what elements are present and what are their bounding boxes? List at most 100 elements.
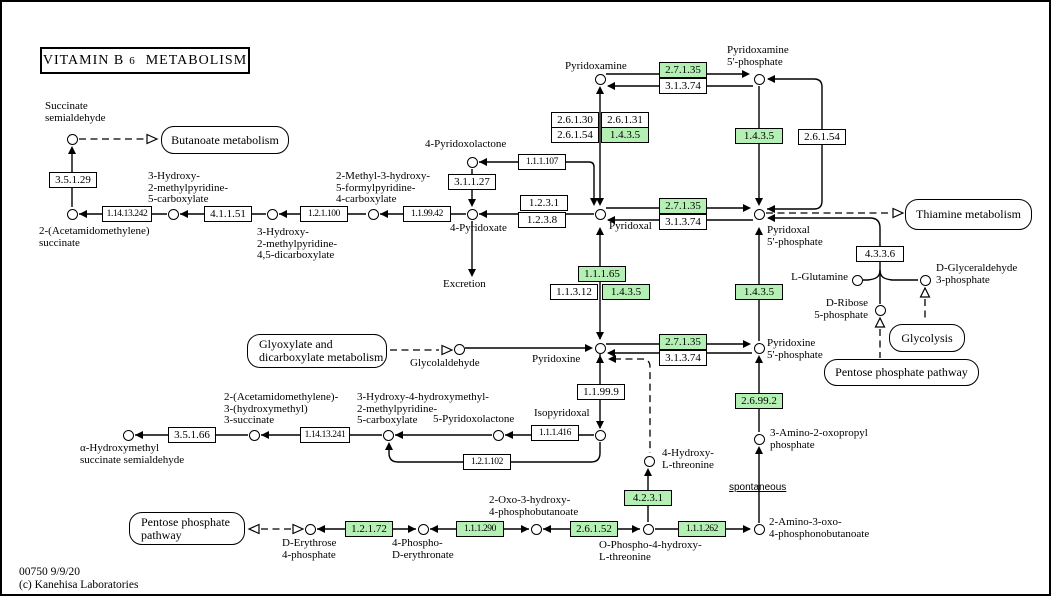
enzyme-box-3.1.3.74[interactable]: 3.1.3.74	[659, 350, 707, 366]
enzyme-ec-number: 2.6.1.30	[557, 114, 593, 126]
pathway-link-glycolysis[interactable]: Glycolysis	[889, 324, 965, 352]
compound-node-pyridoxal-5-phosphate[interactable]	[753, 208, 765, 220]
enzyme-ec-number: 3.1.1.27	[454, 176, 490, 188]
enzyme-box-1.14.13.241[interactable]: 1.14.13.241	[300, 427, 350, 443]
compound-label-4-pyridoxate: 4-Pyridoxate	[450, 222, 507, 235]
enzyme-box-4.1.1.51[interactable]: 4.1.1.51	[204, 206, 252, 222]
enzyme-box-1.2.1.72[interactable]: 1.2.1.72	[345, 521, 393, 537]
enzyme-box-1.4.3.5[interactable]: 1.4.3.5	[735, 284, 783, 300]
enzyme-box-2.6.1.52[interactable]: 2.6.1.52	[570, 521, 618, 537]
compound-node-d-erythrose-4-phosphate[interactable]	[304, 523, 316, 535]
compound-node-5-pyridoxolactone[interactable]	[492, 429, 504, 441]
enzyme-box-1.1.1.65[interactable]: 1.1.1.65	[578, 266, 626, 282]
compound-label-line: 2-methylpyridine-	[357, 402, 438, 415]
compound-node-d-glyceraldehyde-3-phosphate[interactable]	[919, 274, 931, 286]
compound-label-line: α-Hydroxymethyl	[80, 442, 160, 454]
enzyme-box-4.3.3.6[interactable]: 4.3.3.6	[856, 246, 904, 262]
compound-label-line: 3-Amino-2-oxopropyl	[770, 427, 868, 439]
enzyme-ec-number: 1.1.1.416	[538, 428, 572, 438]
enzyme-ec-number: 4.2.3.1	[632, 492, 664, 504]
enzyme-box-2.7.1.35[interactable]: 2.7.1.35	[659, 62, 707, 78]
compound-label-line: O-Phospho-4-hydroxy-	[599, 539, 702, 551]
enzyme-box-2.7.1.35[interactable]: 2.7.1.35	[659, 198, 707, 214]
compound-node-3-amino-2-oxopropyl-phosphate[interactable]	[753, 433, 765, 445]
enzyme-box-3.1.3.74[interactable]: 3.1.3.74	[659, 78, 707, 94]
pathway-link-butanoate-metabolism[interactable]: Butanoate metabolism	[161, 126, 289, 154]
enzyme-box-1.2.1.100[interactable]: 1.2.1.100	[300, 206, 348, 222]
enzyme-box-4.2.3.1[interactable]: 4.2.3.1	[624, 490, 672, 506]
compound-node-hydroxy-hydroxymethyl-methylpyridine-carboxylate[interactable]	[382, 429, 394, 441]
enzyme-box-2.7.1.35[interactable]: 2.7.1.35	[659, 334, 707, 350]
compound-label-methyl-hydroxy-formylpyridine-carboxylate: 2-Methyl-3-hydroxy-5-formylpyridine-4-ca…	[336, 170, 430, 206]
compound-node-4-hydroxy-l-threonine[interactable]	[643, 455, 655, 467]
enzyme-box-1.2.3.8[interactable]: 1.2.3.8	[518, 212, 566, 228]
compound-label-line: succinate	[39, 236, 80, 249]
enzyme-box-1.1.99.9[interactable]: 1.1.99.9	[577, 384, 625, 400]
compound-label-line: 5'-phosphate	[767, 348, 823, 361]
compound-node-pyridoxamine-5-phosphate[interactable]	[753, 73, 765, 85]
enzyme-box-1.1.1.107[interactable]: 1.1.1.107	[518, 154, 566, 170]
pathway-link-thiamine-metabolism[interactable]: Thiamine metabolism	[905, 199, 1032, 230]
enzyme-box-1.4.3.5[interactable]: 1.4.3.5	[601, 127, 649, 143]
compound-node-methyl-hydroxy-formylpyridine-carboxylate[interactable]	[367, 208, 379, 220]
compound-label-line: Succinate	[45, 100, 88, 112]
enzyme-box-2.6.1.54[interactable]: 2.6.1.54	[798, 129, 846, 145]
compound-node-alpha-hydroxymethyl-succinate-semialdehyde[interactable]	[122, 429, 134, 441]
enzyme-box-1.1.1.416[interactable]: 1.1.1.416	[531, 425, 579, 441]
compound-node-pyridoxine[interactable]	[594, 342, 606, 354]
enzyme-box-2.6.99.2[interactable]: 2.6.99.2	[735, 393, 783, 409]
compound-node-acetamidomethylene-succinate[interactable]	[66, 208, 78, 220]
compound-node-pyridoxal[interactable]	[594, 208, 606, 220]
enzyme-box-1.1.3.12[interactable]: 1.1.3.12	[550, 284, 598, 300]
enzyme-box-1.2.3.1[interactable]: 1.2.3.1	[520, 195, 568, 211]
compound-node-glycolaldehyde[interactable]	[453, 343, 465, 355]
enzyme-box-1.1.1.290[interactable]: 1.1.1.290	[456, 521, 504, 537]
enzyme-ec-number: 3.1.3.74	[665, 216, 701, 228]
enzyme-box-3.1.1.27[interactable]: 3.1.1.27	[448, 174, 496, 190]
enzyme-box-3.5.1.66[interactable]: 3.5.1.66	[168, 427, 216, 443]
enzyme-ec-number: 2.7.1.35	[665, 200, 701, 212]
compound-node-succinate-semialdehyde[interactable]	[66, 133, 78, 145]
compound-node-2-amino-3-oxo-4-phosphonobutanoate[interactable]	[753, 523, 765, 535]
enzyme-box-1.4.3.5[interactable]: 1.4.3.5	[735, 128, 783, 144]
enzyme-box-1.14.13.242[interactable]: 1.14.13.242	[102, 206, 152, 222]
pathway-link-pentose-phosphate-pathway-right[interactable]: Pentose phosphate pathway	[824, 359, 979, 386]
enzyme-box-3.5.1.29[interactable]: 3.5.1.29	[49, 172, 97, 188]
compound-node-4-pyridoxolactone[interactable]	[466, 156, 478, 168]
compound-node-4-phospho-d-erythronate[interactable]	[417, 523, 429, 535]
enzyme-box-1.1.99.42[interactable]: 1.1.99.42	[403, 206, 451, 222]
enzyme-ec-number: 1.1.1.290	[463, 524, 497, 534]
compound-label-line: D-Ribose	[825, 297, 868, 309]
enzyme-ec-number: 1.14.13.241	[304, 430, 346, 440]
compound-node-o-phospho-4-hydroxy-l-threonine[interactable]	[642, 523, 654, 535]
compound-label-line: 3-succinate	[224, 414, 275, 426]
compound-node-hydroxy-methylpyridine-5-carboxylate[interactable]	[167, 208, 179, 220]
enzyme-box-1.4.3.5[interactable]: 1.4.3.5	[602, 284, 650, 300]
compound-label-line: phosphate	[770, 438, 815, 451]
compound-label-line: L-threonine	[662, 458, 714, 471]
compound-node-hydroxy-methylpyridine-45-dicarboxylate[interactable]	[266, 208, 278, 220]
compound-node-pyridoxamine[interactable]	[594, 73, 606, 85]
compound-node-pyridoxine-5-phosphate[interactable]	[753, 342, 765, 354]
compound-label-pyridoxamine: Pyridoxamine	[565, 60, 627, 73]
compound-node-d-ribose-5-phosphate[interactable]	[874, 304, 886, 316]
compound-node-isopyridoxal[interactable]	[594, 429, 606, 441]
compound-node-4-pyridoxate[interactable]	[466, 208, 478, 220]
enzyme-ec-number: 3.5.1.29	[55, 174, 91, 186]
compound-node-acetamidomethylene-hydroxymethyl-succinate[interactable]	[248, 429, 260, 441]
compound-node-2-oxo-3-hydroxy-4-phosphobutanoate[interactable]	[530, 523, 542, 535]
compound-label-line: Pyridoxine	[532, 353, 581, 365]
enzyme-box-3.1.3.74[interactable]: 3.1.3.74	[659, 214, 707, 230]
enzyme-box-1.2.1.102[interactable]: 1.2.1.102	[463, 454, 511, 470]
compound-node-l-glutamine[interactable]	[851, 274, 863, 286]
enzyme-box-2.6.1.30[interactable]: 2.6.1.30	[551, 112, 599, 128]
enzyme-box-1.1.1.262[interactable]: 1.1.1.262	[678, 521, 726, 537]
enzyme-box-2.6.1.31[interactable]: 2.6.1.31	[601, 112, 649, 128]
enzyme-box-2.6.1.54[interactable]: 2.6.1.54	[551, 127, 599, 143]
